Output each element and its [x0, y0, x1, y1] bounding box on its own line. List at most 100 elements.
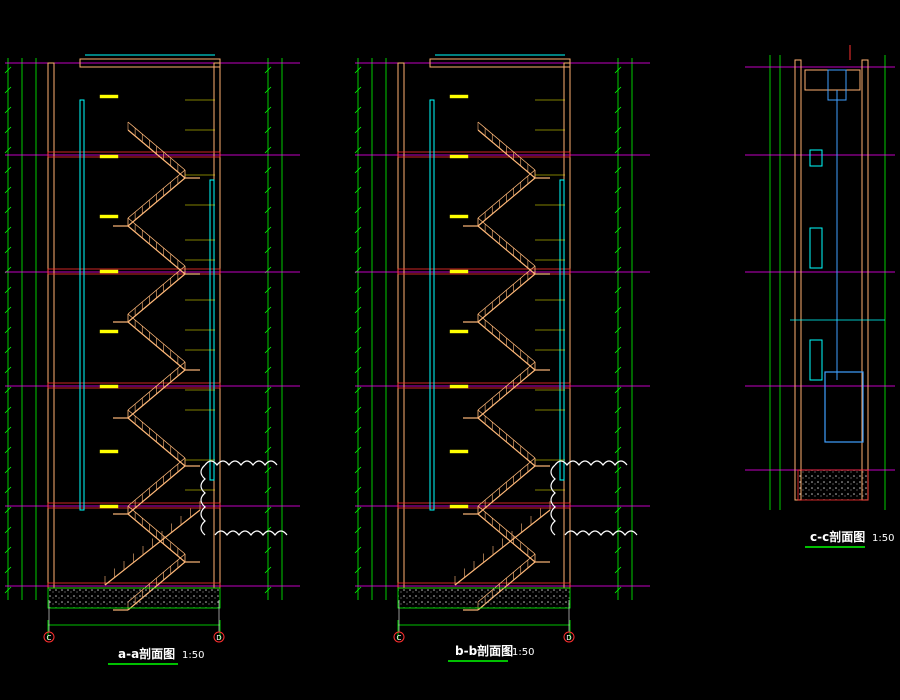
break-line-top	[204, 460, 278, 466]
dim-tick	[264, 186, 272, 194]
dim-tick	[4, 166, 12, 174]
dim-tick	[4, 546, 12, 554]
break-line-bottom	[564, 530, 638, 536]
dim-tick	[4, 406, 12, 414]
caption-b-b-scale: 1:50	[512, 647, 534, 658]
dim-tick	[264, 86, 272, 94]
dim-tick	[264, 66, 272, 74]
dim-tick	[354, 166, 362, 174]
dim-tick	[614, 146, 622, 154]
dim-tick	[4, 226, 12, 234]
dim-tick	[4, 326, 12, 334]
dim-tick	[4, 446, 12, 454]
caption-b-b: b-b剖面图 1:50	[448, 643, 534, 662]
roof-slab	[429, 58, 571, 68]
dim-tick	[264, 586, 272, 594]
landing-door	[809, 149, 823, 167]
glazing-left	[429, 99, 435, 511]
dim-tick	[4, 126, 12, 134]
roof-slab	[79, 58, 221, 68]
dim-tick	[614, 186, 622, 194]
dim-tick	[4, 566, 12, 574]
dim-tick	[264, 566, 272, 574]
dim-tick	[354, 546, 362, 554]
section-c-c	[745, 45, 895, 510]
dim-tick	[354, 286, 362, 294]
annotation-mark	[449, 504, 469, 509]
grid-bubble-a-left: C	[43, 631, 55, 643]
dim-tick	[614, 486, 622, 494]
annotation-mark	[99, 94, 119, 99]
caption-a-a: a-a剖面图 1:50	[108, 646, 204, 665]
dim-tick	[4, 466, 12, 474]
caption-c-c-scale: 1:50	[872, 533, 894, 544]
dim-tick	[4, 206, 12, 214]
floor-slab	[397, 382, 571, 389]
dim-tick	[614, 586, 622, 594]
dim-tick	[354, 526, 362, 534]
dim-tick	[264, 166, 272, 174]
glazing-left	[79, 99, 85, 511]
dim-tick	[614, 346, 622, 354]
break-line-top	[554, 460, 628, 466]
dim-tick	[264, 426, 272, 434]
annotation-mark	[449, 329, 469, 334]
dim-tick	[614, 206, 622, 214]
dim-tick	[264, 466, 272, 474]
dim-tick	[614, 386, 622, 394]
dim-tick	[354, 426, 362, 434]
floor-slab	[47, 502, 221, 509]
annotation-mark	[449, 214, 469, 219]
dim-tick	[354, 386, 362, 394]
floor-slab	[397, 502, 571, 509]
dim-tick	[4, 426, 12, 434]
annotation-mark	[449, 269, 469, 274]
dim-tick	[614, 286, 622, 294]
landing-door	[809, 339, 823, 381]
dim-tick	[264, 246, 272, 254]
dim-tick	[614, 326, 622, 334]
dim-tick	[4, 386, 12, 394]
dim-tick	[354, 306, 362, 314]
annotation-mark	[449, 154, 469, 159]
dim-tick	[4, 366, 12, 374]
annotation-mark	[99, 269, 119, 274]
grid-bubble-b-right: D	[563, 631, 575, 643]
dim-tick	[614, 106, 622, 114]
dim-tick	[354, 246, 362, 254]
dim-tick	[4, 586, 12, 594]
grid-bubble-a-right-label: D	[216, 634, 221, 642]
grid-bubble-a-right: D	[213, 631, 225, 643]
dim-tick	[354, 566, 362, 574]
grid-bubble-b-left-label: C	[397, 634, 402, 642]
dim-tick	[264, 206, 272, 214]
dim-tick	[354, 366, 362, 374]
dim-tick	[614, 466, 622, 474]
dim-tick	[264, 366, 272, 374]
caption-a-a-label: a-a剖面图	[118, 646, 175, 661]
section-a-a	[4, 54, 300, 640]
dim-tick	[354, 126, 362, 134]
dim-tick	[4, 106, 12, 114]
caption-c-c-label: c-c剖面图	[810, 529, 865, 544]
floor-slab	[397, 268, 571, 275]
dim-tick	[354, 146, 362, 154]
break-line-side	[550, 464, 556, 536]
annotation-mark	[449, 449, 469, 454]
break-line-side	[200, 464, 206, 536]
dim-tick	[354, 326, 362, 334]
dim-tick	[264, 546, 272, 554]
dim-tick	[614, 86, 622, 94]
dim-tick	[614, 246, 622, 254]
dim-tick	[264, 346, 272, 354]
caption-b-b-label: b-b剖面图	[455, 643, 513, 658]
dim-tick	[4, 66, 12, 74]
dim-tick	[354, 486, 362, 494]
dim-tick	[264, 446, 272, 454]
floor-slab	[47, 268, 221, 275]
grid-bubble-a-left-label: C	[47, 634, 52, 642]
dim-tick	[614, 426, 622, 434]
dim-tick	[354, 66, 362, 74]
section-b-b	[354, 54, 650, 640]
